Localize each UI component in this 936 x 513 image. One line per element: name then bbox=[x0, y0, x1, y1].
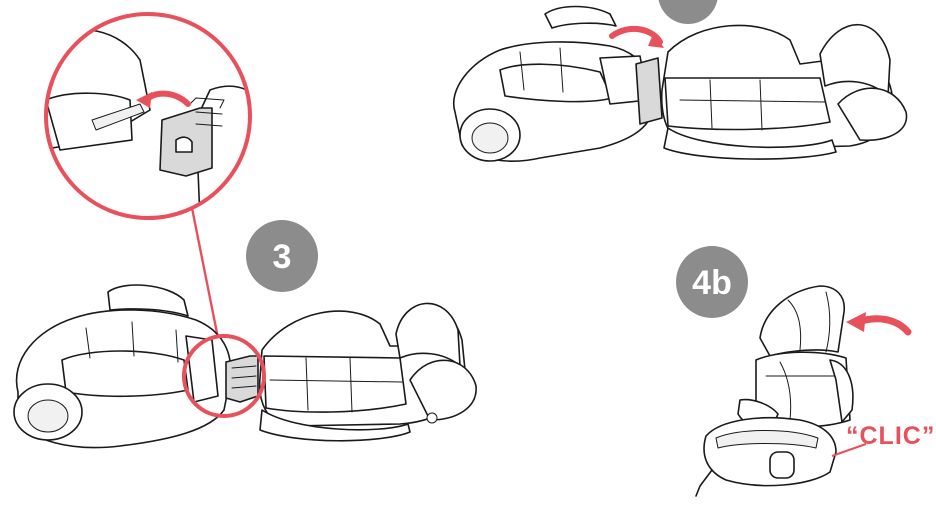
step-3-badge: 3 bbox=[246, 220, 318, 292]
detail-magnifier bbox=[40, 14, 270, 220]
arrow-head-icon bbox=[846, 312, 866, 332]
step-4b-label: 4b bbox=[692, 264, 732, 302]
callout-line bbox=[192, 208, 218, 338]
step-4a-illustration bbox=[454, 0, 907, 161]
step-3-label: 3 bbox=[273, 238, 292, 276]
step-3-illustration bbox=[14, 285, 476, 448]
curved-arrow-icon bbox=[858, 319, 908, 332]
seat-back bbox=[260, 303, 476, 440]
step-4a-badge bbox=[658, 0, 718, 24]
step-4b-illustration: “CLIC” bbox=[696, 286, 935, 496]
latch-connector bbox=[226, 356, 258, 402]
booster-base bbox=[14, 285, 231, 448]
seat-back bbox=[662, 25, 907, 159]
booster-base bbox=[704, 418, 836, 486]
headrest bbox=[760, 286, 844, 356]
step-4b-badge: 4b bbox=[676, 246, 748, 318]
latch-connector bbox=[636, 58, 662, 124]
clic-label: “CLIC” bbox=[846, 422, 935, 450]
